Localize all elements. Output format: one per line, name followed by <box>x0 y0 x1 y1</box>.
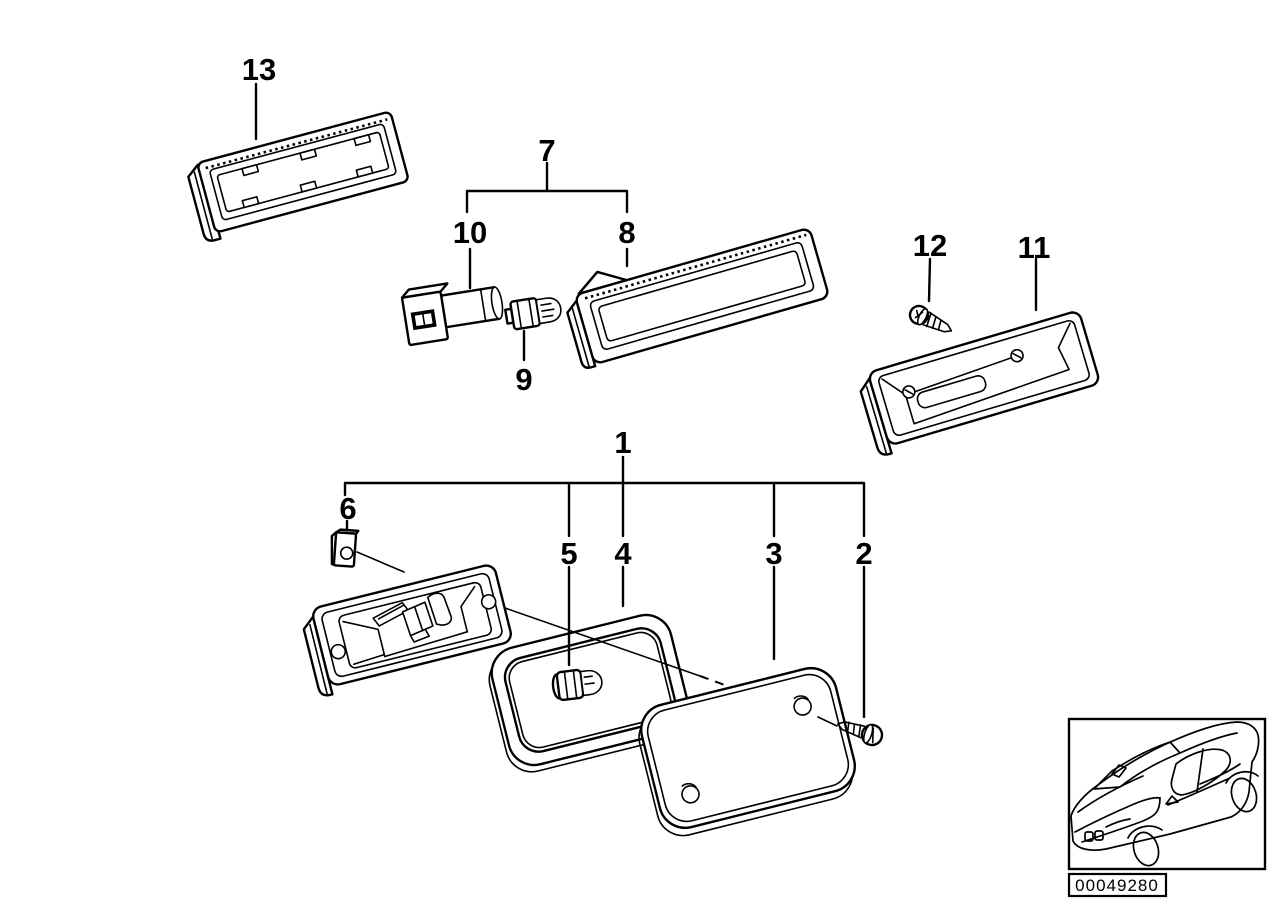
part-3-lens-drawing <box>638 666 856 837</box>
part-8-lens-drawing <box>566 228 829 369</box>
callout-7[interactable]: 7 <box>538 133 555 168</box>
callout-8[interactable]: 8 <box>618 215 635 250</box>
part-13-frame-drawing <box>187 111 409 242</box>
part-10-bulb-socket-drawing <box>400 282 504 347</box>
callout-5[interactable]: 5 <box>560 536 577 571</box>
callout-1[interactable]: 1 <box>614 425 631 460</box>
leader-line-12 <box>927 257 932 303</box>
callout-11[interactable]: 11 <box>1018 230 1051 265</box>
part-6-clip-drawing <box>330 528 360 568</box>
diagram-code: 00049280 <box>1075 876 1159 895</box>
callout-6[interactable]: 6 <box>339 491 356 526</box>
leader-line-6-diagonal <box>356 551 405 573</box>
callout-12[interactable]: 12 <box>913 228 947 263</box>
diagram-code-box: 00049280 <box>1067 872 1168 898</box>
callout-4[interactable]: 4 <box>614 536 632 571</box>
vehicle-thumbnail <box>1067 717 1267 871</box>
part-9-bulb-drawing <box>504 297 562 331</box>
part-1-housing-drawing <box>302 564 512 697</box>
callout-2[interactable]: 2 <box>855 536 872 571</box>
part-11-housing-drawing <box>859 311 1100 456</box>
bracket-7 <box>465 161 629 214</box>
callout-3[interactable]: 3 <box>765 536 782 571</box>
alignment-leader <box>504 607 734 689</box>
car-line-art <box>1070 721 1260 867</box>
leader-line-2-to-hole <box>817 716 838 727</box>
part-5-bulb-drawing <box>551 668 603 702</box>
callout-10[interactable]: 10 <box>453 215 487 250</box>
callout-9[interactable]: 9 <box>515 362 532 397</box>
part-2-screw-drawing <box>836 721 884 747</box>
bracket-1 <box>343 455 866 538</box>
part-12-screw-drawing <box>908 304 953 333</box>
callout-13[interactable]: 13 <box>242 52 276 87</box>
